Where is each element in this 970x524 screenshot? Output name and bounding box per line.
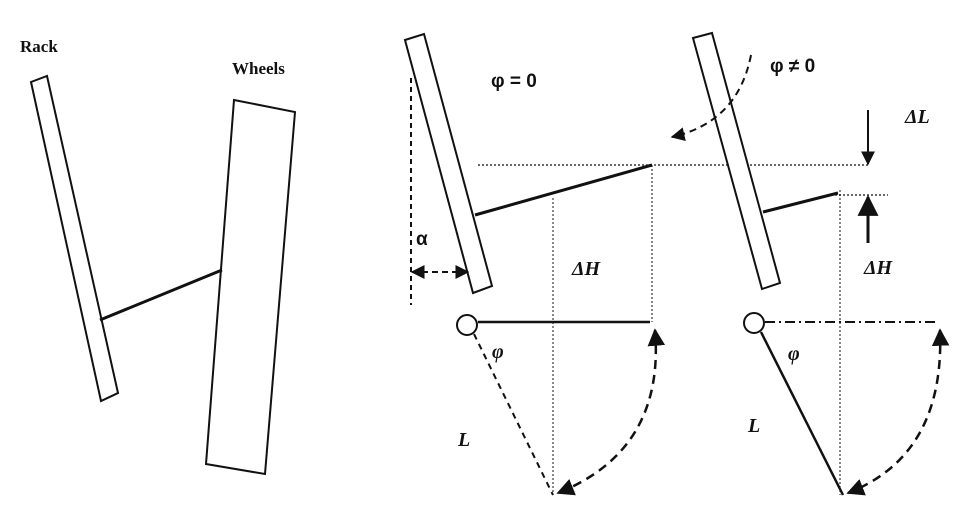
rotation-arrow-dashed — [670, 54, 752, 142]
phi-nonzero-label: φ ≠ 0 — [770, 56, 816, 77]
link-solid — [759, 331, 845, 496]
alpha-label: α — [416, 229, 428, 250]
pivot-circle — [743, 312, 765, 334]
phi-angle-label: φ — [788, 343, 800, 365]
rack-bar — [29, 74, 120, 403]
rotation-arc — [556, 328, 666, 496]
rack-bar-phi-nonzero — [691, 31, 782, 291]
wheel-bar — [204, 98, 297, 476]
link-dashed — [473, 333, 554, 496]
delta-h-label: ΔH — [572, 258, 601, 280]
phi-angle-label: φ — [492, 341, 504, 363]
rack-bar-phi-zero — [403, 32, 494, 295]
arm-phi-zero — [474, 163, 653, 217]
phi-zero-label: φ = 0 — [491, 71, 537, 92]
arm-phi-nonzero — [762, 191, 839, 214]
length-label: L — [748, 415, 761, 437]
delta-l-label: ΔL — [905, 106, 930, 128]
pivot-circle — [456, 314, 478, 336]
tie-rod — [99, 268, 223, 322]
wheels-label: Wheels — [232, 59, 285, 78]
length-label: L — [458, 429, 471, 451]
rotation-arc — [846, 328, 950, 496]
rack-label: Rack — [20, 37, 58, 56]
delta-h-label: ΔH — [864, 257, 893, 279]
